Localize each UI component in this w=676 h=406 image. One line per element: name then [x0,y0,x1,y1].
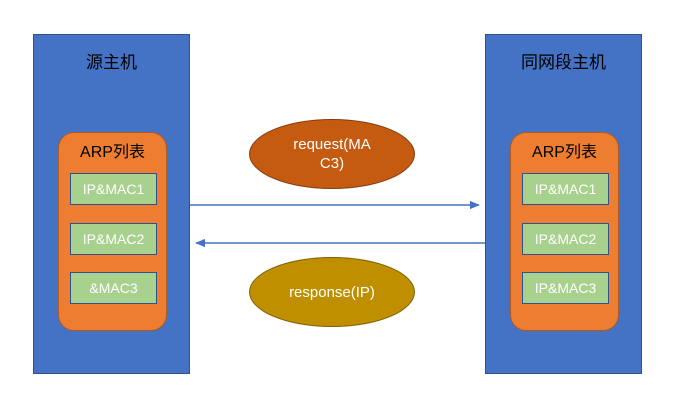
source-host-title: 源主机 [86,53,137,72]
same-subnet-host-box[interactable]: 同网段主机 ARP列表 IP&MAC1 IP&MAC2 IP&MAC3 [485,34,642,374]
response-message-label: response(IP) [289,283,375,301]
source-arp-table[interactable]: ARP列表 IP&MAC1 IP&MAC2 &MAC3 [58,132,167,331]
request-message-ellipse[interactable]: request(MA C3) [249,119,415,189]
same-subnet-host-title: 同网段主机 [521,53,606,72]
source-arp-entry-3[interactable]: &MAC3 [70,272,157,304]
source-arp-entry-2[interactable]: IP&MAC2 [70,223,157,255]
request-message-label: request(MA C3) [293,136,371,172]
same-subnet-arp-entry-1[interactable]: IP&MAC1 [522,173,609,205]
source-arp-entry-1[interactable]: IP&MAC1 [70,173,157,205]
same-subnet-arp-entry-2[interactable]: IP&MAC2 [522,223,609,255]
source-host-box[interactable]: 源主机 ARP列表 IP&MAC1 IP&MAC2 &MAC3 [33,34,190,374]
response-message-ellipse[interactable]: response(IP) [249,257,415,327]
same-subnet-arp-table-title: ARP列表 [532,144,597,161]
same-subnet-arp-table[interactable]: ARP列表 IP&MAC1 IP&MAC2 IP&MAC3 [510,132,619,331]
source-arp-table-title: ARP列表 [80,144,145,161]
same-subnet-arp-entry-3[interactable]: IP&MAC3 [522,272,609,304]
